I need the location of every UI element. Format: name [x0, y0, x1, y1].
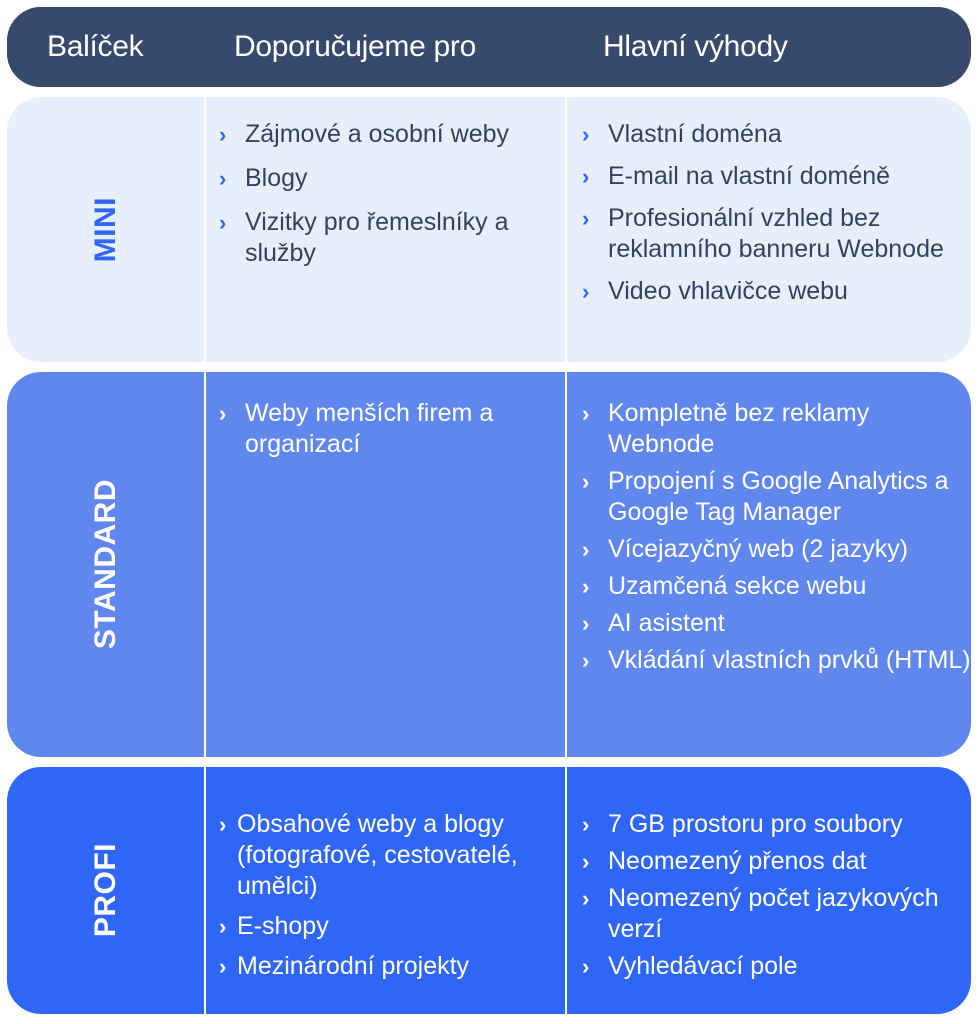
- list-item: › Mezinárodní projekty: [219, 951, 565, 982]
- recommended-for-cell: › Weby menších firem a organizací: [206, 372, 565, 757]
- chevron-right-icon: ›: [219, 954, 227, 979]
- list-item-text: 7 GB prostoru pro soubory: [608, 810, 903, 838]
- list-item: › Neomezený přenos dat: [582, 846, 971, 877]
- benefits-cell: › Kompletně bez reklamy Webnode › Propojení…: [567, 372, 971, 757]
- list-item: › Uzamčená sekce webu: [582, 571, 971, 602]
- list-item-text: Blogy: [245, 164, 308, 192]
- chevron-right-icon: ›: [582, 954, 590, 979]
- chevron-right-icon: ›: [582, 401, 590, 426]
- list-item-text: Profesionální vzhled bez reklamního bann…: [608, 204, 944, 263]
- list-item-text: Obsahové weby a blogy (fotografové, cest…: [237, 810, 518, 900]
- list-item: › Kompletně bez reklamy Webnode: [582, 398, 971, 460]
- chevron-right-icon: ›: [582, 648, 590, 673]
- list-item: › Blogy: [219, 163, 565, 194]
- list-item: › Video vhlavičce webu: [582, 276, 971, 307]
- header-package: Balíček: [7, 7, 204, 87]
- benefits-list: › Vlastní doména › E-mail na vlastní doméně…: [567, 97, 971, 307]
- list-item: › Propojení s Google Analytics a Google T…: [582, 466, 971, 528]
- benefits-list: › Kompletně bez reklamy Webnode › Propojení…: [567, 372, 971, 676]
- list-item-text: Vícejazyčný web (2 jazyky): [608, 535, 909, 563]
- list-item: › E-mail na vlastní doméně: [582, 161, 971, 192]
- list-item-text: Vizitky pro řemeslníky a služby: [245, 208, 509, 267]
- list-item: › Vyhledávací pole: [582, 951, 971, 982]
- header-main-benefits: Hlavní výhody: [567, 7, 971, 87]
- chevron-right-icon: ›: [219, 122, 227, 147]
- chevron-right-icon: ›: [582, 849, 590, 874]
- list-item: › AI asistent: [582, 608, 971, 639]
- list-item: › Profesionální vzhled bez reklamního ban…: [582, 203, 971, 265]
- chevron-right-icon: ›: [582, 611, 590, 636]
- chevron-right-icon: ›: [219, 812, 227, 837]
- benefits-cell: › 7 GB prostoru pro soubory › Neomezený pře…: [567, 767, 971, 1014]
- recommended-list: › Weby menších firem a organizací: [206, 372, 565, 460]
- chevron-right-icon: ›: [582, 812, 590, 837]
- chevron-right-icon: ›: [219, 210, 227, 235]
- list-item-text: AI asistent: [608, 609, 725, 637]
- chevron-right-icon: ›: [219, 914, 227, 939]
- list-item: › Vlastní doména: [582, 119, 971, 150]
- list-item: › Weby menších firem a organizací: [219, 398, 565, 460]
- list-item-text: E-shopy: [237, 912, 329, 940]
- list-item: › Neomezený počet jazykových verzí: [582, 883, 971, 945]
- table-header: Balíček Doporučujeme pro Hlavní výhody: [7, 7, 971, 87]
- list-item: › Vícejazyčný web (2 jazyky): [582, 534, 971, 565]
- list-item-text: Neomezený počet jazykových verzí: [608, 884, 939, 943]
- list-item-text: Vkládání vlastních prvků (HTML): [608, 646, 971, 674]
- list-item-text: Zájmové a osobní weby: [245, 120, 510, 148]
- benefits-cell: › Vlastní doména › E-mail na vlastní doméně…: [567, 97, 971, 362]
- recommended-for-cell: › Zájmové a osobní weby › Blogy › Vizitky pro…: [206, 97, 565, 362]
- plan-label-cell: STANDARD: [7, 372, 204, 757]
- plan-name: STANDARD: [88, 479, 122, 650]
- recommended-list: › Obsahové weby a blogy (fotografové, ces…: [206, 767, 565, 982]
- header-recommended-for: Doporučujeme pro: [206, 7, 565, 87]
- list-item-text: Kompletně bez reklamy Webnode: [608, 399, 870, 458]
- list-item-text: Neomezený přenos dat: [608, 847, 867, 875]
- plan-row-profi: PROFI › Obsahové weby a blogy (fotografov…: [7, 767, 971, 1014]
- plan-label-cell: PROFI: [7, 767, 204, 1014]
- chevron-right-icon: ›: [582, 206, 590, 231]
- plan-label-cell: MINI: [7, 97, 204, 362]
- list-item: › Vizitky pro řemeslníky a služby: [219, 207, 565, 269]
- plan-name: MINI: [88, 196, 122, 263]
- list-item: › Obsahové weby a blogy (fotografové, ces…: [219, 809, 565, 902]
- list-item-text: Video vhlavičce webu: [608, 277, 848, 305]
- list-item-text: Propojení s Google Analytics a Google Ta…: [608, 467, 949, 526]
- list-item: › Zájmové a osobní weby: [219, 119, 565, 150]
- chevron-right-icon: ›: [582, 469, 590, 494]
- plan-name: PROFI: [88, 843, 122, 938]
- chevron-right-icon: ›: [582, 279, 590, 304]
- recommended-for-cell: › Obsahové weby a blogy (fotografové, ces…: [206, 767, 565, 1014]
- chevron-right-icon: ›: [219, 401, 227, 426]
- list-item-text: Weby menších firem a organizací: [245, 399, 494, 458]
- list-item: › E-shopy: [219, 911, 565, 942]
- list-item-text: E-mail na vlastní doméně: [608, 162, 891, 190]
- list-item-text: Uzamčená sekce webu: [608, 572, 867, 600]
- list-item: › 7 GB prostoru pro soubory: [582, 809, 971, 840]
- list-item-text: Mezinárodní projekty: [237, 952, 470, 980]
- chevron-right-icon: ›: [582, 537, 590, 562]
- plan-row-mini: MINI › Zájmové a osobní weby › Blogy › Vizitk…: [7, 97, 971, 362]
- recommended-list: › Zájmové a osobní weby › Blogy › Vizitky pro…: [206, 97, 565, 269]
- chevron-right-icon: ›: [582, 122, 590, 147]
- benefits-list: › 7 GB prostoru pro soubory › Neomezený pře…: [567, 767, 971, 982]
- list-item-text: Vlastní doména: [608, 120, 782, 148]
- chevron-right-icon: ›: [219, 166, 227, 191]
- chevron-right-icon: ›: [582, 886, 590, 911]
- plan-comparison-table: Balíček Doporučujeme pro Hlavní výhody M…: [7, 7, 971, 1024]
- list-item-text: Vyhledávací pole: [608, 952, 798, 980]
- list-item: › Vkládání vlastních prvků (HTML): [582, 645, 971, 676]
- chevron-right-icon: ›: [582, 574, 590, 599]
- plan-row-standard: STANDARD › Weby menších firem a organizac…: [7, 372, 971, 757]
- chevron-right-icon: ›: [582, 164, 590, 189]
